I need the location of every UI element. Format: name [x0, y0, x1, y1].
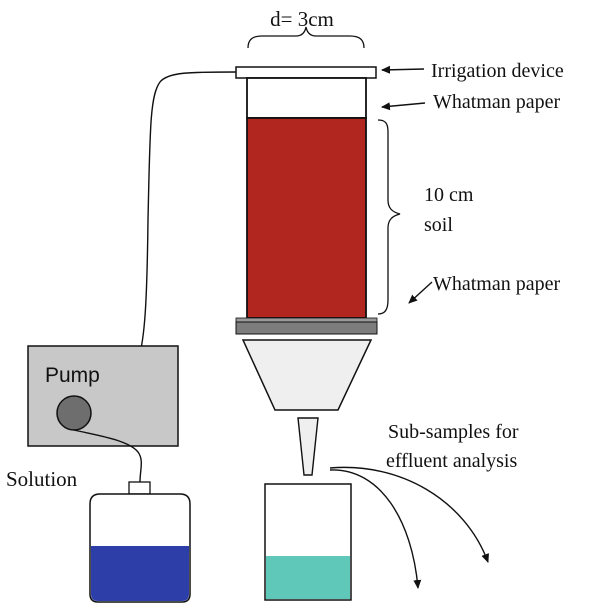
effluent-liquid — [266, 556, 350, 599]
base-plate — [235, 321, 378, 335]
diameter-label: d= 3cm — [270, 7, 334, 31]
pump-label: Pump — [45, 364, 100, 387]
column-upper-section — [246, 77, 367, 119]
irrigation-device — [235, 66, 377, 79]
subsample-arrow-2 — [329, 466, 489, 563]
pump-roller — [56, 395, 92, 431]
irrigation-device-arrow — [381, 65, 425, 74]
intake-tube — [73, 429, 142, 483]
soil-height-label: 10 cm — [424, 184, 474, 206]
whatman-bottom-arrow — [408, 281, 433, 304]
irrigation-device-label: Irrigation device — [431, 60, 564, 82]
subsamples-label-line1: Sub-samples for — [388, 421, 519, 443]
pump-body — [27, 345, 179, 447]
subsamples-label-line2: effluent analysis — [386, 450, 517, 472]
whatman-top-label: Whatman paper — [433, 91, 560, 113]
bottle-cap — [128, 481, 151, 495]
funnel-spout — [297, 417, 319, 476]
soil-column — [246, 117, 367, 319]
soil-height-brace — [377, 119, 401, 315]
whatman-paper-bottom-layer — [235, 317, 378, 323]
funnel — [241, 339, 373, 411]
solution-liquid — [91, 546, 189, 601]
subsample-arrow-1 — [329, 469, 422, 589]
solution-label: Solution — [6, 467, 78, 491]
diameter-brace — [247, 26, 365, 49]
soil-label: soil — [424, 214, 453, 236]
whatman-bottom-label: Whatman paper — [433, 273, 560, 295]
whatman-top-arrow — [381, 102, 426, 111]
